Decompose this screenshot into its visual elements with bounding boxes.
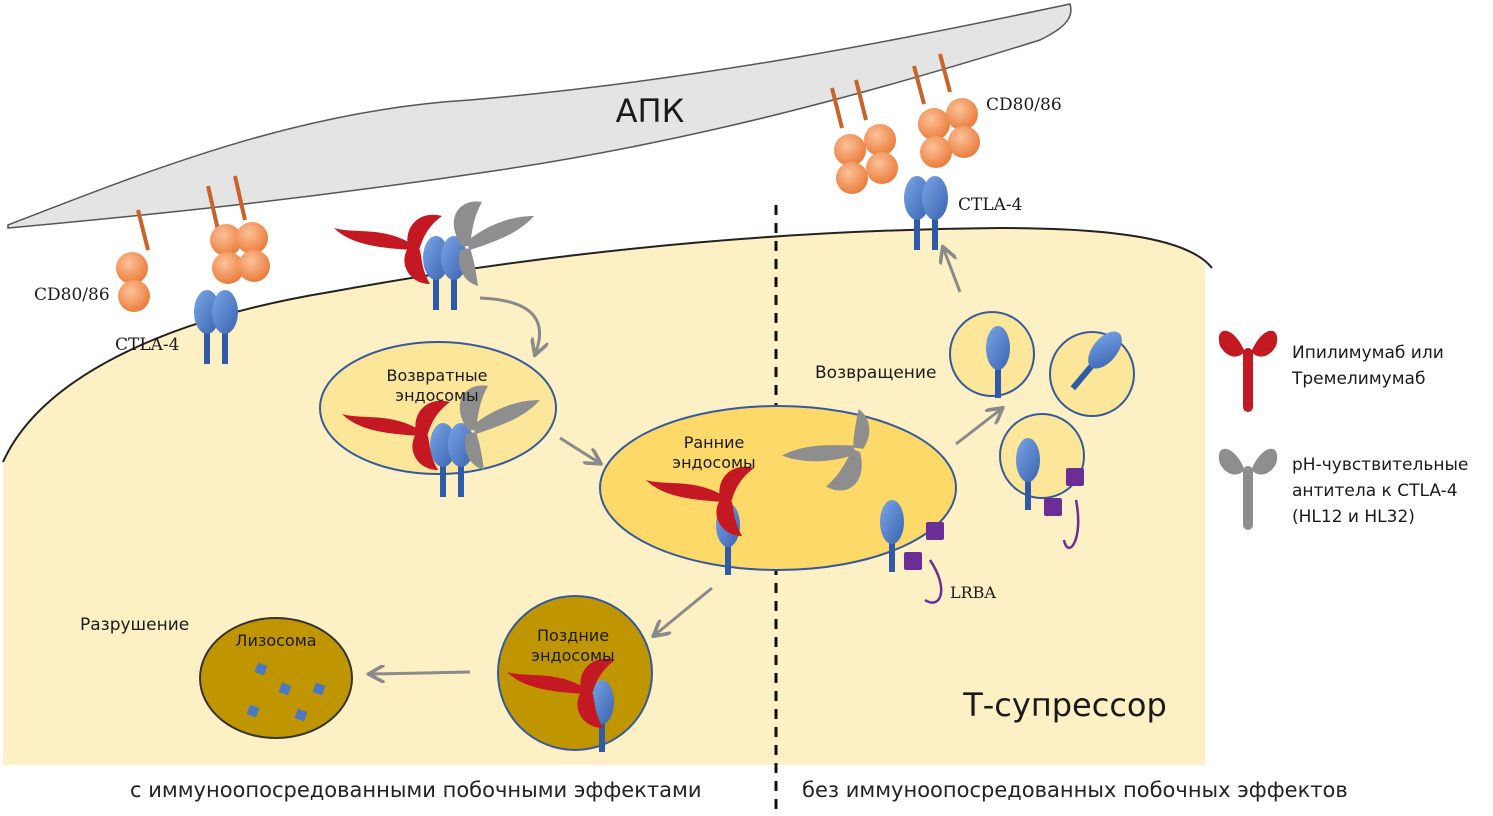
- arrow-to-surface: [944, 250, 962, 293]
- legend-red-label-1: Ипилимумаб или: [1292, 343, 1444, 363]
- lysosome-fragments: [246, 662, 326, 722]
- arrow-to-early: [559, 436, 598, 462]
- late-endosome: [497, 595, 653, 751]
- late-endosome-label-2: эндосомы: [531, 646, 614, 665]
- ctla4-label-right: CTLA-4: [958, 195, 1022, 215]
- cd80-ligand-right: [830, 53, 980, 194]
- early-endosome: [599, 405, 957, 571]
- apc-label: АПК: [616, 92, 685, 130]
- cd80-label-right: CD80/86: [986, 95, 1062, 115]
- return-label: Возвращение: [815, 363, 936, 383]
- lysosome-label: Лизосома: [235, 631, 316, 650]
- early-endosome-label-2: эндосомы: [672, 453, 755, 472]
- t-suppressor-label: Т-супрессор: [962, 686, 1167, 724]
- recycling-endosome-label-2: эндосомы: [395, 386, 478, 405]
- legend-red-antibody-icon: [1218, 330, 1278, 412]
- arrow-to-recycling: [479, 296, 540, 352]
- legend-grey-label-2: антитела к CTLA-4: [1292, 481, 1458, 501]
- recycling-endosome-label-1: Возвратные: [387, 366, 488, 385]
- recycling-vesicle-2: [1049, 331, 1135, 417]
- cd80-ligand-left-1: [116, 209, 150, 312]
- arrow-to-return: [955, 410, 1000, 446]
- legend-grey-antibody-icon: [1218, 448, 1278, 530]
- legend-grey-label-1: рН-чувствительные: [1292, 455, 1468, 475]
- legend-grey-label-3: (HL12 и HL32): [1292, 507, 1415, 527]
- cd80-ligand-left-2: [206, 175, 270, 284]
- legend-red-label-2: Тремелимумаб: [1291, 369, 1425, 389]
- lysosome: [199, 617, 353, 739]
- caption-left: с иммуноопосредованными побочными эффект…: [130, 778, 702, 802]
- caption-right: без иммуноопосредованных побочных эффект…: [802, 778, 1348, 802]
- lrba-label: LRBA: [950, 583, 996, 602]
- late-endosome-label-1: Поздние: [537, 626, 609, 645]
- ctla4-label-left: CTLA-4: [115, 335, 179, 355]
- arrow-to-late: [656, 586, 713, 634]
- cd80-label-left: CD80/86: [34, 285, 110, 305]
- arrow-to-lysosome: [372, 672, 471, 674]
- t-cell-membrane: [2, 226, 1213, 463]
- apc-membrane: [7, 3, 1072, 229]
- early-endosome-lrba-complex: [880, 500, 944, 604]
- early-endosome-label-1: Ранние: [684, 433, 745, 452]
- destruction-label: Разрушение: [80, 615, 189, 635]
